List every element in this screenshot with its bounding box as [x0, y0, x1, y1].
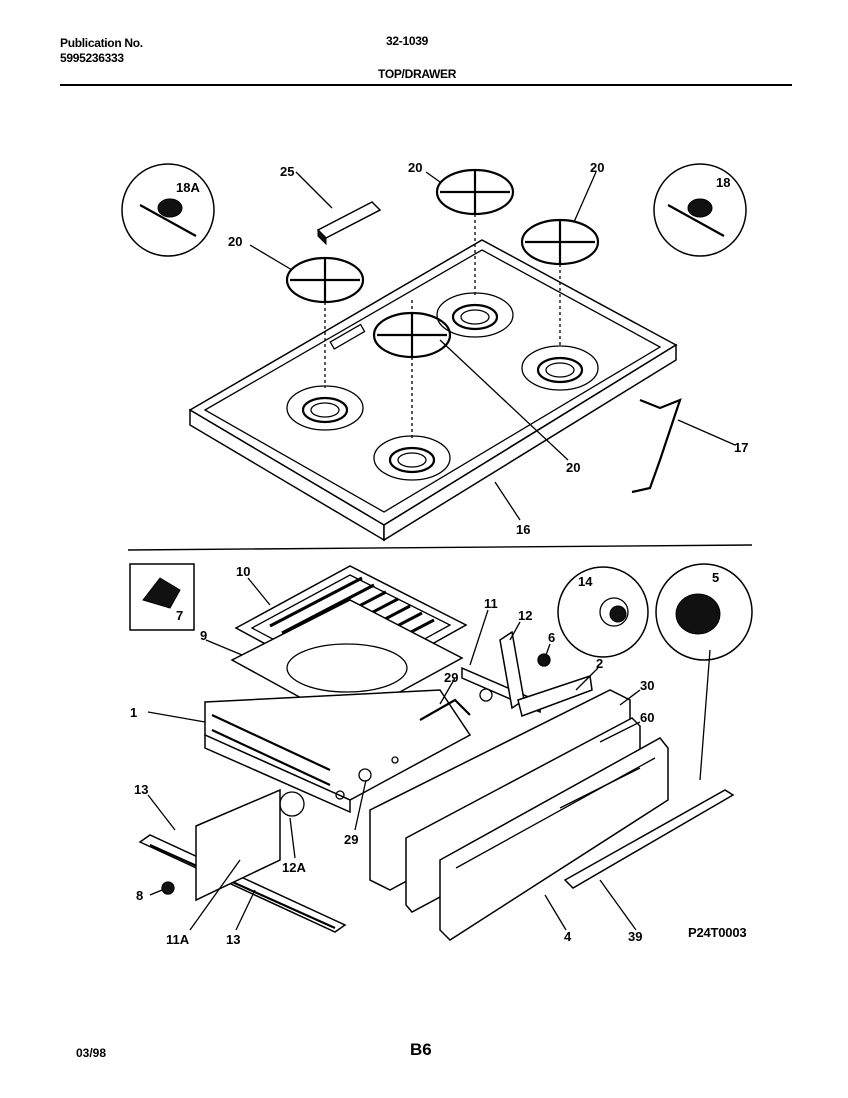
section-title: TOP/DRAWER	[378, 67, 457, 81]
cooktop-tray	[188, 239, 678, 542]
callout-25: 25	[280, 164, 294, 179]
section-divider	[127, 544, 753, 551]
inset-14	[557, 566, 649, 658]
callout-20: 20	[228, 234, 242, 249]
callout-9: 9	[200, 628, 207, 643]
callout-11a: 11A	[166, 932, 190, 947]
callout-20: 20	[590, 160, 604, 175]
callout-2: 2	[596, 656, 603, 671]
inset-5	[655, 563, 753, 661]
burner-grate	[372, 311, 452, 359]
burner-grate	[435, 168, 515, 216]
inset-18a	[121, 163, 215, 257]
callout-20: 20	[408, 160, 422, 175]
callout-18: 18	[716, 175, 730, 190]
callout-18a: 18A	[176, 180, 200, 195]
footer-date: 03/98	[76, 1046, 107, 1060]
callout-7: 7	[176, 608, 183, 623]
callout-20: 20	[566, 460, 580, 475]
inset-7	[129, 563, 195, 631]
callout-60: 60	[640, 710, 654, 725]
header-rule	[60, 84, 792, 86]
part-17-wire	[631, 398, 682, 494]
callout-30: 30	[640, 678, 654, 693]
callout-12: 12	[518, 608, 532, 623]
publication-number: 5995236333	[60, 51, 124, 65]
callout-6: 6	[548, 630, 555, 645]
callout-12a: 12A	[282, 860, 306, 875]
footer-page-number: B6	[410, 1040, 432, 1059]
callout-17: 17	[734, 440, 748, 455]
burner-grate	[285, 256, 365, 304]
part-25	[316, 201, 382, 246]
slide-rail-assembly	[138, 788, 347, 933]
alignment-lines	[324, 214, 561, 438]
callout-1: 1	[130, 705, 137, 720]
callout-labels: 25 20 20 20 20 18A 18 17 16 7 10 9 1 11 …	[130, 160, 748, 947]
callout-29: 29	[444, 670, 458, 685]
callout-29: 29	[344, 832, 358, 847]
drawer-front	[439, 737, 669, 941]
callout-39: 39	[628, 929, 642, 944]
callout-11: 11	[484, 596, 498, 611]
callout-16: 16	[516, 522, 530, 537]
callout-10: 10	[236, 564, 250, 579]
callout-8: 8	[136, 888, 143, 903]
publication-label: Publication No.	[60, 36, 143, 50]
callout-4: 4	[564, 929, 572, 944]
drawer-rail	[563, 789, 735, 889]
leader-lines-upper	[249, 171, 736, 521]
leader-lines-lower	[147, 577, 711, 931]
burner-grate	[520, 218, 600, 266]
small-hardware	[161, 630, 593, 895]
callout-5: 5	[712, 570, 719, 585]
model-number: 32-1039	[386, 34, 428, 48]
inset-18	[653, 163, 747, 257]
callout-13: 13	[226, 932, 240, 947]
callout-13: 13	[134, 782, 148, 797]
diagram-id: P24T0003	[688, 925, 747, 940]
drawer-body	[204, 689, 472, 814]
callout-14: 14	[578, 574, 593, 589]
burner-well	[521, 345, 599, 391]
